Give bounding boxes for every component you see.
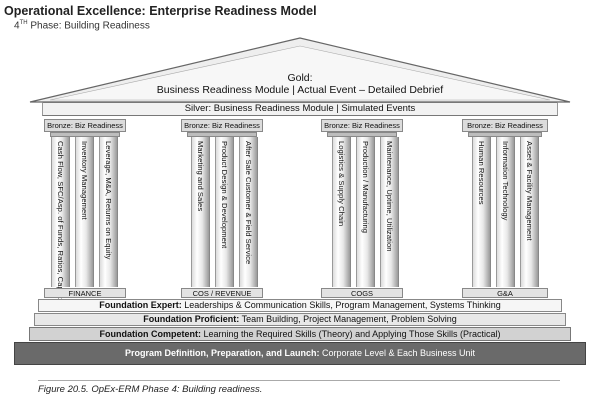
base-g-and-a: G&A (462, 288, 548, 298)
column-cos-revenue-1: Marketing and Sales (191, 137, 210, 287)
capital-cogs (327, 132, 397, 137)
phase-number: 4 (14, 20, 20, 32)
column-label: After Sale Customer & Field Service (244, 141, 253, 265)
foundation-expert: Foundation Expert: Leaderships & Communi… (38, 299, 562, 312)
column-g-and-a-1: Human Resources (472, 137, 491, 287)
column-cogs-1: Logistics & Supply Chain (332, 137, 351, 287)
foundation-expert-text: Leaderships & Communication Skills, Prog… (181, 300, 501, 310)
column-cos-revenue-3: After Sale Customer & Field Service (239, 137, 258, 287)
column-finance-2: Inventory Management (75, 137, 94, 287)
capital-g-and-a (468, 132, 542, 137)
silver-module: Silver: Business Readiness Module | Simu… (42, 102, 558, 116)
phase-label: Phase: Building Readiness (27, 20, 150, 32)
column-cos-revenue-2: Product Design & Development (215, 137, 234, 287)
foundation-proficient: Foundation Proficient: Team Building, Pr… (34, 313, 566, 326)
phase-superscript: TH (19, 20, 28, 26)
foundation-competent-label: Foundation Competent: (99, 329, 201, 339)
bronze-g-and-a: Bronze: Biz Readiness (462, 119, 548, 132)
foundation-expert-label: Foundation Expert: (99, 300, 182, 310)
capital-cos-revenue (187, 132, 257, 137)
base-cogs: COGS (321, 288, 403, 298)
column-label: Cash Flow, SFC/Asp. of Funds, Ratios, Ca… (56, 141, 65, 299)
foundation-competent-text: Learning the Required Skills (Theory) an… (201, 329, 501, 339)
base-finance: FINANCE (44, 288, 126, 298)
bronze-cogs: Bronze: Biz Readiness (321, 119, 403, 132)
program-definition: Program Definition, Preparation, and Lau… (14, 342, 586, 365)
page-subtitle: 4TH Phase: Building Readiness (14, 20, 150, 31)
column-label: Asset & Facility Management (525, 141, 534, 241)
column-label: Production / Manufacturing (361, 141, 370, 234)
column-label: Human Resources (477, 141, 486, 205)
bronze-cos-revenue: Bronze: Biz Readiness (181, 119, 263, 132)
column-label: Inventory Management (80, 141, 89, 220)
gold-module: Gold: Business Readiness Module | Actual… (110, 72, 490, 96)
caption-divider (38, 380, 560, 381)
figure-caption: Figure 20.5. OpEx-ERM Phase 4: Building … (38, 384, 263, 395)
base-cos-revenue: COS / REVENUE (181, 288, 263, 298)
foundation-proficient-label: Foundation Proficient: (143, 314, 240, 324)
program-definition-text: Corporate Level & Each Business Unit (319, 348, 476, 358)
column-label: Maintenance, Uptime, Utilization (385, 141, 394, 252)
foundation-competent: Foundation Competent: Learning the Requi… (29, 327, 571, 341)
column-cogs-2: Production / Manufacturing (356, 137, 375, 287)
column-finance-1: Cash Flow, SFC/Asp. of Funds, Ratios, Ca… (51, 137, 70, 299)
capital-finance (50, 132, 120, 137)
program-definition-label: Program Definition, Preparation, and Lau… (124, 348, 320, 358)
column-cogs-3: Maintenance, Uptime, Utilization (380, 137, 399, 287)
column-finance-3: Leverage, M&A, Returns on Equity (99, 137, 118, 287)
gold-label: Gold: (287, 72, 313, 84)
column-label: Marketing and Sales (196, 141, 205, 212)
bronze-finance: Bronze: Biz Readiness (44, 119, 126, 132)
column-label: Leverage, M&A, Returns on Equity (104, 141, 113, 260)
column-label: Information Technology (501, 141, 510, 221)
gold-description: Business Readiness Module | Actual Event… (156, 84, 444, 96)
column-label: Logistics & Supply Chain (337, 141, 346, 227)
page-title: Operational Excellence: Enterprise Readi… (4, 4, 317, 18)
foundation-proficient-text: Team Building, Project Management, Probl… (239, 314, 457, 324)
column-label: Product Design & Development (220, 141, 229, 249)
column-g-and-a-2: Information Technology (496, 137, 515, 287)
column-g-and-a-3: Asset & Facility Management (520, 137, 539, 287)
